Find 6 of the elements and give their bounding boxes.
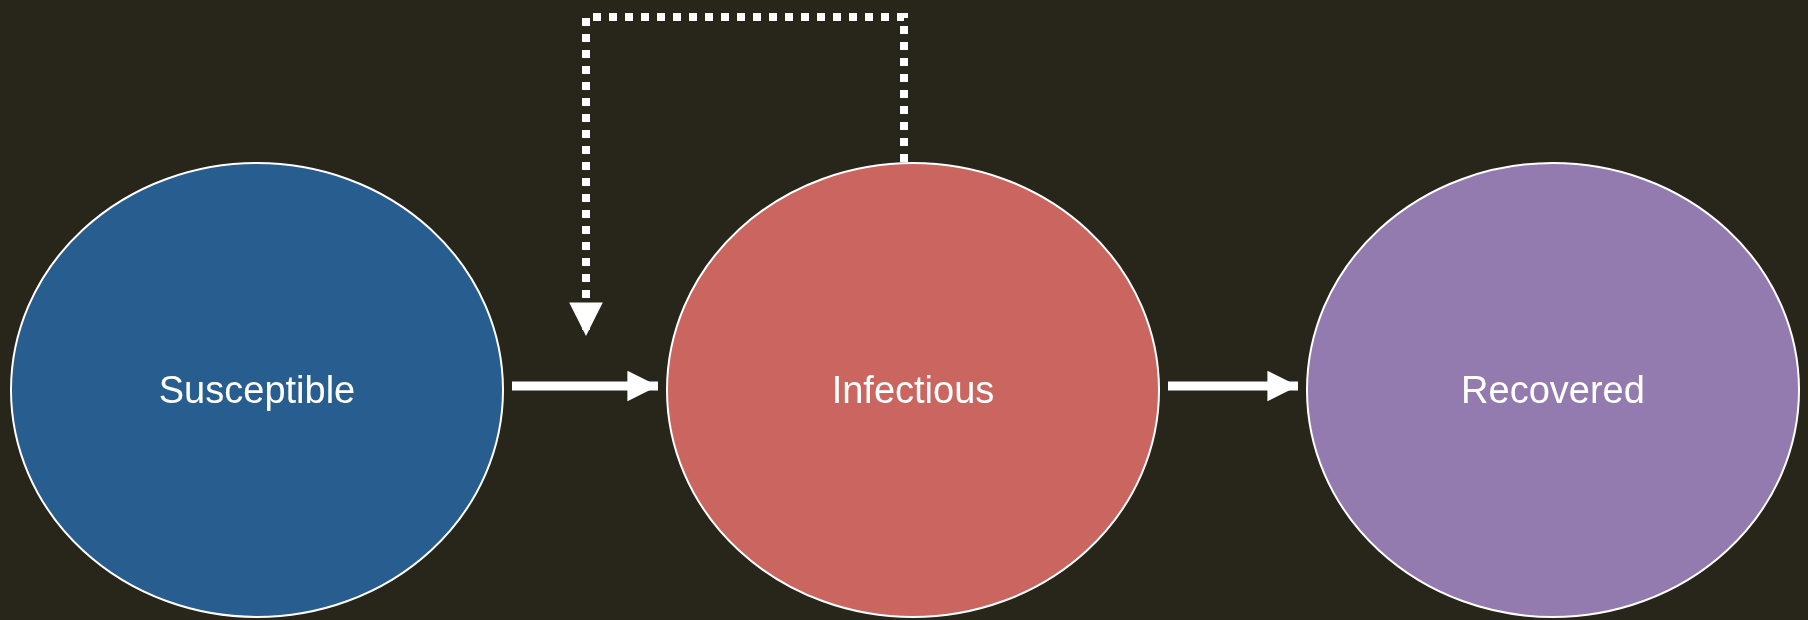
arrow: [1168, 370, 1298, 402]
state-label: Susceptible: [158, 368, 356, 412]
state-label: Recovered: [1461, 368, 1645, 412]
dotted-feedback-arrow: [569, 13, 908, 336]
arrow: [512, 370, 658, 402]
state-label: Infectious: [831, 368, 995, 412]
